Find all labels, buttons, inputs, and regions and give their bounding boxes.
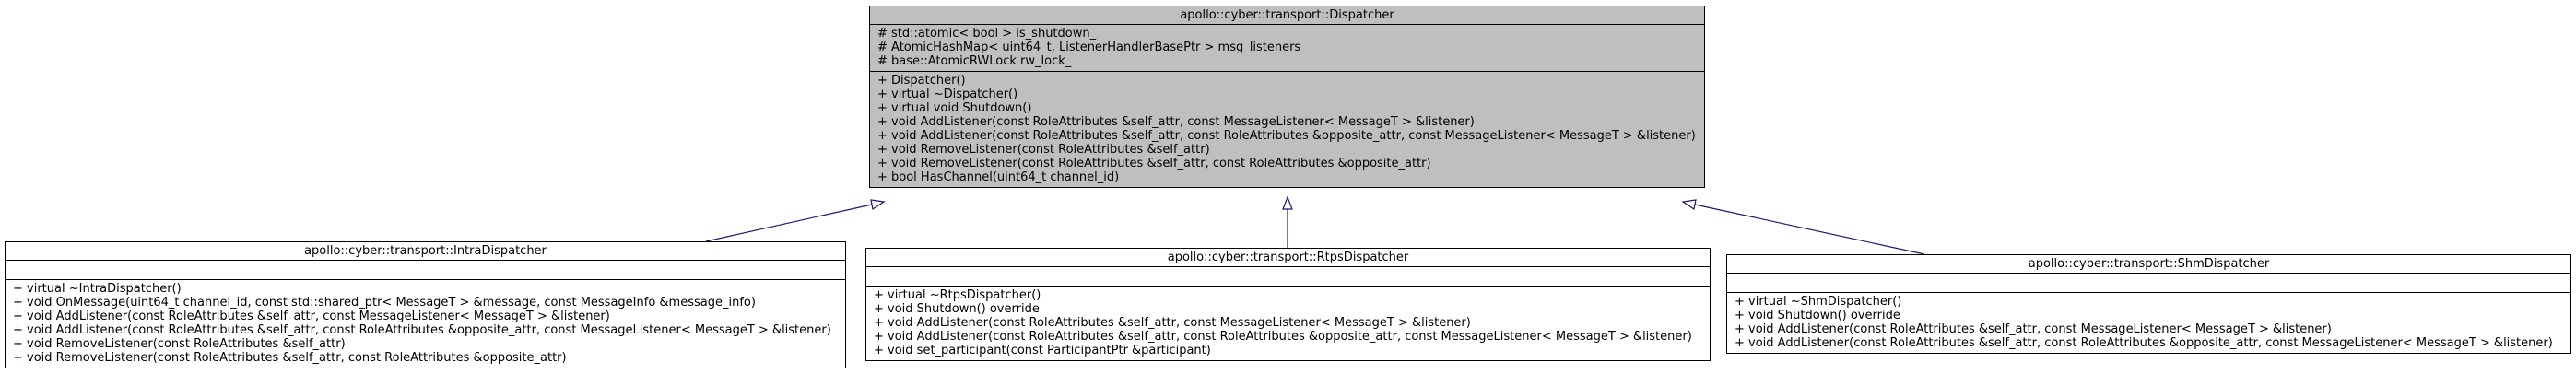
method: + bool HasChannel(uint64_t channel_id): [877, 170, 1120, 184]
method: + void AddListener(const RoleAttributes …: [874, 316, 1471, 330]
method: + void AddListener(const RoleAttributes …: [874, 330, 1692, 344]
class-dispatcher[interactable]: apollo::cyber::transport::Dispatcher # s…: [869, 6, 1705, 188]
inheritance-arrowhead-shm: [1681, 199, 1697, 210]
method: + virtual ~IntraDispatcher(): [13, 282, 182, 296]
methods-section: + virtual ~IntraDispatcher() + void OnMe…: [6, 280, 845, 368]
class-shm-dispatcher[interactable]: apollo::cyber::transport::ShmDispatcher …: [1726, 254, 2571, 354]
class-rtps-dispatcher[interactable]: apollo::cyber::transport::RtpsDispatcher…: [865, 248, 1711, 361]
method: + void Shutdown() override: [1735, 309, 1900, 322]
method: + Dispatcher(): [877, 74, 966, 88]
attributes-section: [866, 267, 1710, 287]
method: + void AddListener(const RoleAttributes …: [877, 129, 1696, 143]
inheritance-edge-shm: [1694, 204, 1925, 255]
inheritance-arrowhead-rtps: [1282, 195, 1293, 210]
method: + void AddListener(const RoleAttributes …: [1735, 322, 2332, 336]
method: + void AddListener(const RoleAttributes …: [1735, 336, 2553, 350]
class-name: apollo::cyber::transport::Dispatcher: [870, 6, 1704, 25]
class-name: apollo::cyber::transport::IntraDispatche…: [6, 242, 845, 261]
attributes-section: # std::atomic< bool > is_shutdown_ # Ato…: [870, 25, 1704, 72]
class-intra-dispatcher[interactable]: apollo::cyber::transport::IntraDispatche…: [5, 241, 846, 368]
attributes-section: [6, 261, 845, 280]
method: + void RemoveListener(const RoleAttribut…: [13, 337, 346, 351]
class-name: apollo::cyber::transport::RtpsDispatcher: [866, 249, 1710, 267]
inheritance-arrowhead-intra: [870, 199, 886, 210]
method: + void set_participant(const Participant…: [874, 344, 1211, 357]
method: + virtual ~ShmDispatcher(): [1735, 295, 1902, 309]
attribute: # AtomicHashMap< uint64_t, ListenerHandl…: [877, 41, 1307, 54]
method: + void RemoveListener(const RoleAttribut…: [13, 351, 567, 365]
method: + void AddListener(const RoleAttributes …: [13, 323, 831, 337]
method: + void RemoveListener(const RoleAttribut…: [877, 143, 1210, 157]
attribute: # base::AtomicRWLock rw_lock_: [877, 54, 1072, 68]
method: + void Shutdown() override: [874, 302, 1040, 316]
method: + virtual void Shutdown(): [877, 101, 1032, 115]
methods-section: + virtual ~ShmDispatcher() + void Shutdo…: [1727, 293, 2570, 353]
methods-section: + virtual ~RtpsDispatcher() + void Shutd…: [866, 287, 1710, 360]
method: + void OnMessage(uint64_t channel_id, co…: [13, 296, 756, 310]
method: + virtual ~RtpsDispatcher(): [874, 288, 1041, 302]
inheritance-edge-intra: [705, 204, 873, 242]
attributes-section: [1727, 274, 2570, 293]
method: + void AddListener(const RoleAttributes …: [877, 115, 1475, 129]
attribute: # std::atomic< bool > is_shutdown_: [877, 27, 1097, 41]
class-name: apollo::cyber::transport::ShmDispatcher: [1727, 255, 2570, 274]
method: + void RemoveListener(const RoleAttribut…: [877, 157, 1431, 170]
methods-section: + Dispatcher() + virtual ~Dispatcher() +…: [870, 72, 1704, 187]
method: + virtual ~Dispatcher(): [877, 88, 1018, 101]
method: + void AddListener(const RoleAttributes …: [13, 310, 610, 323]
